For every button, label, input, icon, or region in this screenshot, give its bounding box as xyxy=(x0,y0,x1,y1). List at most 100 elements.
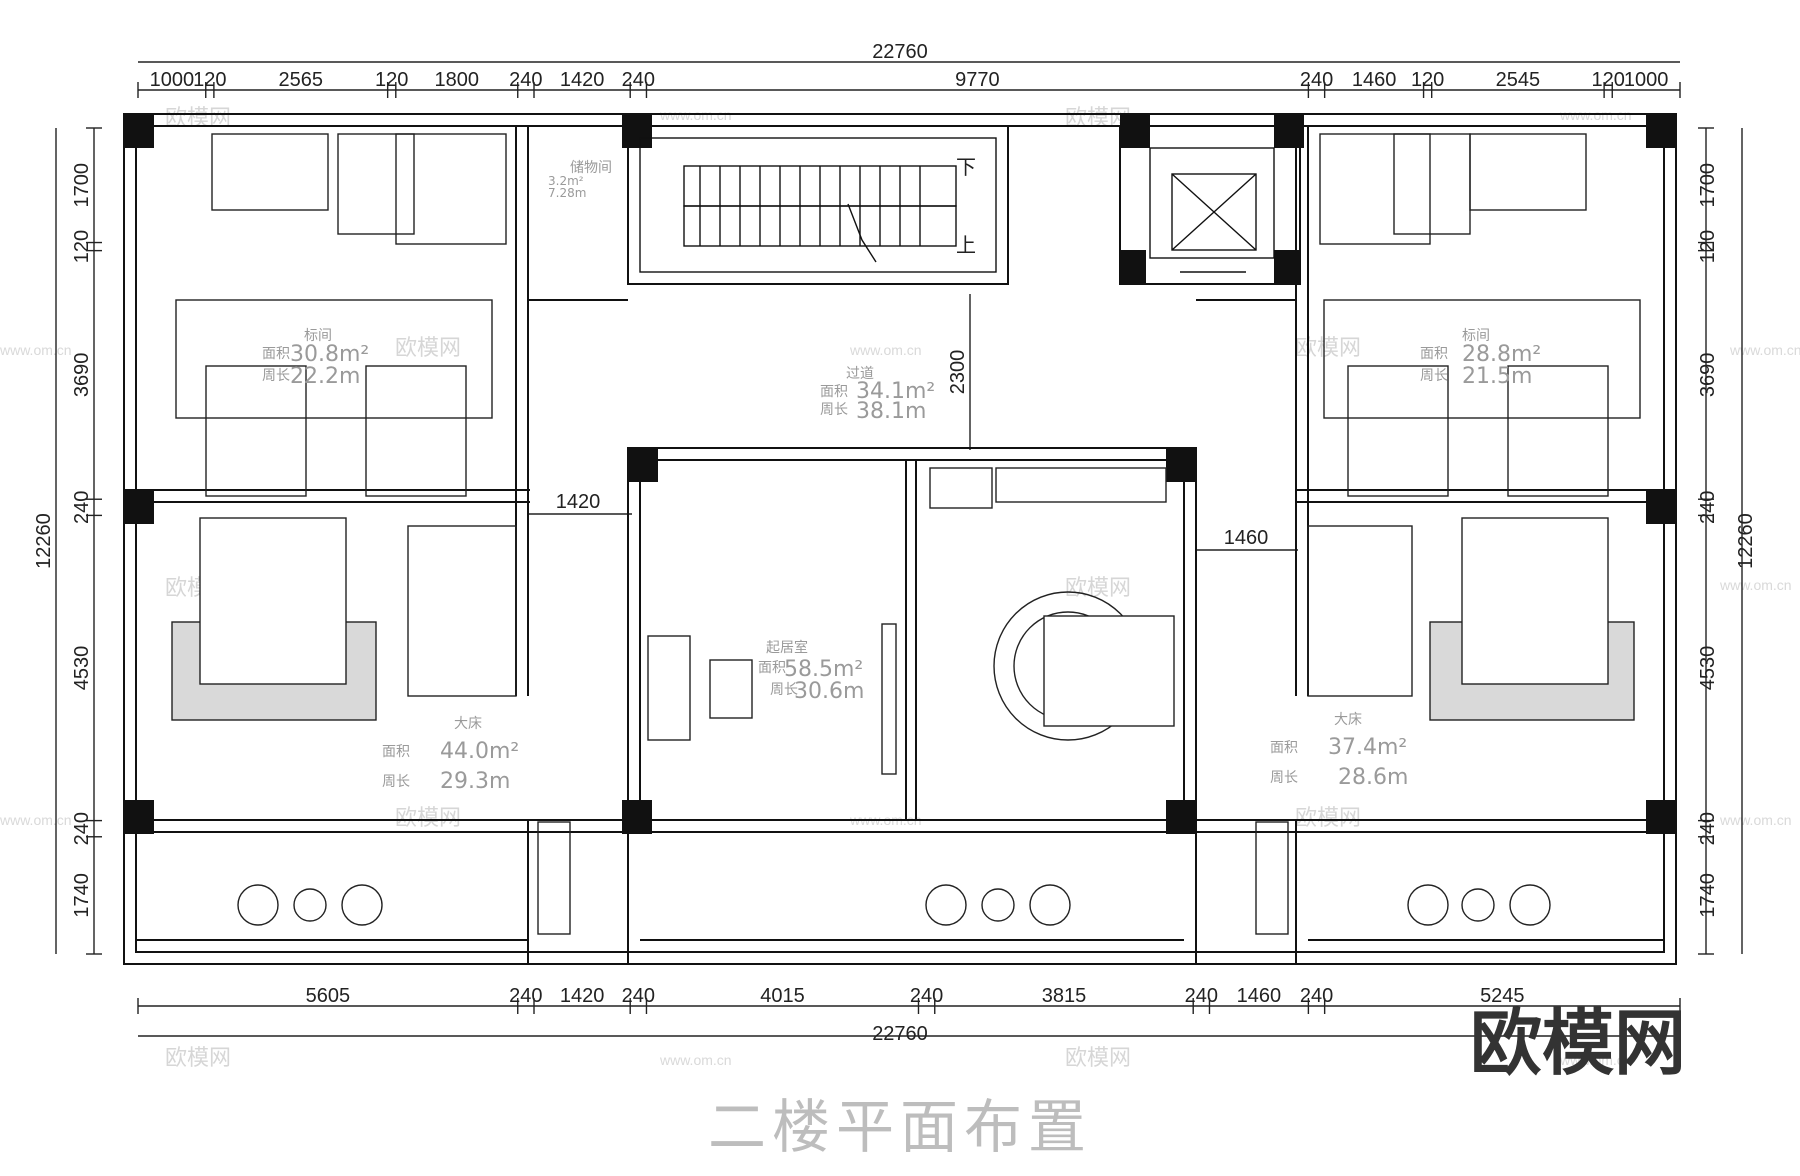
watermark: 欧模网 xyxy=(165,1046,231,1071)
room-perimeter-twin-right: 21.5m xyxy=(1462,364,1532,389)
room-name-twin-right: 标间 xyxy=(1462,328,1490,344)
brand-logo: 欧模网 xyxy=(1470,1001,1687,1085)
dim-right-segment: 1700 xyxy=(1697,163,1719,208)
watermark: 欧模网 xyxy=(395,336,461,361)
room-name-twin-left: 标间 xyxy=(304,328,332,344)
dim-left-total: 12260 xyxy=(33,513,55,569)
dim-right-segment: 3690 xyxy=(1697,353,1719,398)
area-label: 面积 xyxy=(1420,346,1448,362)
room-perimeter-corridor: 38.1m xyxy=(856,399,926,424)
dim-top-segment: 1460 xyxy=(1352,69,1397,91)
drawing-title: 二楼平面布置 xyxy=(707,1093,1092,1161)
dim-bottom-segment: 5605 xyxy=(306,985,351,1007)
dim-top-segment: 120 xyxy=(193,69,226,91)
watermark-url: www.om.cn xyxy=(1729,342,1800,358)
room-area-storage: 3.2m² xyxy=(548,174,584,188)
dim-top-segment: 9770 xyxy=(955,69,1000,91)
area-label: 面积 xyxy=(820,384,848,400)
watermark: 欧模网 xyxy=(1295,336,1361,361)
perimeter-label: 周长 xyxy=(262,368,290,384)
dim-top-segment: 240 xyxy=(622,69,655,91)
perimeter-label: 周长 xyxy=(770,682,798,698)
area-label: 面积 xyxy=(758,660,786,676)
watermark: 欧模网 xyxy=(1295,806,1361,831)
dim-bottom-segment: 240 xyxy=(1185,985,1218,1007)
dim-left-segment: 1740 xyxy=(71,873,93,918)
stair-up-mark: 上 xyxy=(956,233,976,257)
room-name-king-right: 大床 xyxy=(1334,712,1362,728)
dim-bottom-segment: 240 xyxy=(910,985,943,1007)
dim-left-segment: 4530 xyxy=(71,646,93,691)
dim-left-segment: 3690 xyxy=(71,353,93,398)
columns xyxy=(124,114,1676,834)
room-name-living: 起居室 xyxy=(766,639,808,656)
watermark-url: www.om.cn xyxy=(659,1052,732,1068)
room-name-storage: 储物间 xyxy=(570,160,612,176)
room-perimeter-king-left: 29.3m xyxy=(440,769,510,794)
dim-top-segment: 240 xyxy=(1300,69,1333,91)
elevator xyxy=(1149,147,1275,273)
room-area-king-left: 44.0m² xyxy=(440,739,519,764)
dim-bottom-segment: 1460 xyxy=(1237,985,1282,1007)
staircase: 下 上 xyxy=(639,137,997,273)
dim-top-segment: 1420 xyxy=(560,69,605,91)
area-label: 面积 xyxy=(382,744,410,760)
dim-bottom-segment: 1420 xyxy=(560,985,605,1007)
dim-corridor-height: 2300 xyxy=(947,350,969,395)
watermark-url: www.om.cn xyxy=(0,342,72,358)
watermark-url: www.om.cn xyxy=(1559,1052,1632,1068)
perimeter-label: 周长 xyxy=(1420,368,1448,384)
watermark: 欧模网 xyxy=(1065,576,1131,601)
dim-gap-right: 1460 xyxy=(1224,527,1269,549)
watermarks: 欧模网 欧模网 欧模网 欧模网 欧模网 欧模网 欧模网 欧模网 欧模网 欧模网 … xyxy=(0,106,1800,1071)
room-area-corridor: 34.1m² xyxy=(856,379,935,404)
dim-bottom-segment: 240 xyxy=(1300,985,1333,1007)
watermark: 欧模网 xyxy=(1065,1046,1131,1071)
room-area-king-right: 37.4m² xyxy=(1328,735,1407,760)
dim-right-segment: 120 xyxy=(1697,230,1719,263)
area-label: 面积 xyxy=(1270,740,1298,756)
dim-right-segment: 1740 xyxy=(1697,873,1719,918)
dimension-lines xyxy=(55,61,1743,1037)
dim-left-segment: 1700 xyxy=(71,163,93,208)
perimeter-label: 周长 xyxy=(382,774,410,790)
furniture xyxy=(171,133,1641,935)
dim-left-segment: 240 xyxy=(71,491,93,524)
dim-top-segment: 240 xyxy=(509,69,542,91)
dim-right-segment: 4530 xyxy=(1697,646,1719,691)
dim-top-segment: 120 xyxy=(1591,69,1624,91)
watermark: 欧模网 xyxy=(395,806,461,831)
watermark-url: www.om.cn xyxy=(1719,812,1792,828)
dim-bottom-segment: 5245 xyxy=(1480,985,1525,1007)
room-area-twin-right: 28.8m² xyxy=(1462,342,1541,367)
dim-gap-left: 1420 xyxy=(556,491,601,513)
watermark: 欧模网 xyxy=(165,106,231,131)
dim-top-segment: 2565 xyxy=(279,69,324,91)
dim-top-total: 22760 xyxy=(872,41,928,63)
dim-bottom-segment: 240 xyxy=(622,985,655,1007)
dim-bottom-segment: 3815 xyxy=(1042,985,1087,1007)
dim-bottom-segment: 4015 xyxy=(760,985,805,1007)
room-perimeter-king-right: 28.6m xyxy=(1338,765,1408,790)
dim-top-segment: 1000 xyxy=(150,69,195,91)
room-perimeter-twin-left: 22.2m xyxy=(290,364,360,389)
dim-right-total: 12260 xyxy=(1735,513,1757,569)
room-perimeter-storage: 7.28m xyxy=(548,186,586,200)
room-perimeter-living: 30.6m xyxy=(794,679,864,704)
dim-top-segment: 120 xyxy=(375,69,408,91)
area-label: 面积 xyxy=(262,346,290,362)
dim-bottom-total: 22760 xyxy=(872,1023,928,1045)
watermark-url: www.om.cn xyxy=(1719,577,1792,593)
room-labels: 储物间 3.2m² 7.28m 标间 面积 30.8m² 周长 22.2m 标间… xyxy=(262,160,1541,794)
dim-bottom-segment: 240 xyxy=(509,985,542,1007)
room-name-corridor: 过道 xyxy=(846,366,874,382)
dim-top-segment: 2545 xyxy=(1496,69,1541,91)
dim-top-segment: 1000 xyxy=(1624,69,1669,91)
stair-down-mark: 下 xyxy=(956,155,976,179)
dim-left-segment: 120 xyxy=(71,230,93,263)
watermark-url: www.om.cn xyxy=(0,812,72,828)
room-area-living: 58.5m² xyxy=(784,657,863,682)
dim-left-segment: 240 xyxy=(71,812,93,845)
